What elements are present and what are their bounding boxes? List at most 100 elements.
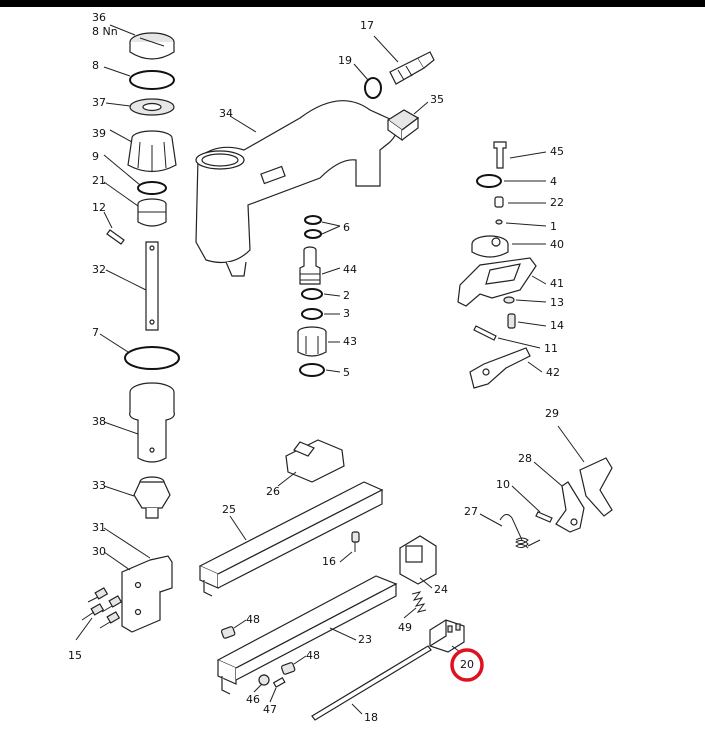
label-30: 30 xyxy=(92,545,106,558)
label-43: 43 xyxy=(343,335,357,348)
label-33: 33 xyxy=(92,479,106,492)
part-39-housing xyxy=(127,130,177,173)
label-11: 11 xyxy=(544,342,558,355)
label-48-b: 48 xyxy=(306,649,320,662)
label-6: 6 xyxy=(343,221,350,234)
label-14: 14 xyxy=(550,319,564,332)
label-16: 16 xyxy=(322,555,336,568)
label-29: 29 xyxy=(545,407,559,420)
label-37: 37 xyxy=(92,96,106,109)
label-25: 25 xyxy=(222,503,236,516)
label-22: 22 xyxy=(550,196,564,209)
part-22-valve xyxy=(494,196,504,208)
label-36: 36 xyxy=(92,11,106,24)
part-38-cylinder xyxy=(129,382,175,463)
label-17: 17 xyxy=(360,19,374,32)
part-1-ball xyxy=(495,219,503,225)
part-4-oring xyxy=(476,174,502,188)
part-48-bushing-a xyxy=(220,626,236,639)
part-48-bushing-b xyxy=(280,662,296,675)
label-41: 41 xyxy=(550,277,564,290)
part-35-filter xyxy=(386,109,420,142)
label-13: 13 xyxy=(550,296,564,309)
part-23-magazine xyxy=(216,575,398,695)
part-32-blade xyxy=(145,241,159,331)
label-20: 20 xyxy=(460,658,474,671)
part-17-fitting xyxy=(389,51,435,85)
label-10: 10 xyxy=(496,478,510,491)
label-27: 27 xyxy=(464,505,478,518)
part-15-screws xyxy=(81,587,123,629)
label-40: 40 xyxy=(550,238,564,251)
highlight-circle xyxy=(450,648,484,682)
label-47: 47 xyxy=(263,703,277,716)
part-24-bracket xyxy=(399,535,437,585)
part-5-oring xyxy=(299,363,325,377)
label-39: 39 xyxy=(92,127,106,140)
part-2-oring xyxy=(301,288,323,300)
part-21-piston xyxy=(137,198,167,227)
label-44: 44 xyxy=(343,263,357,276)
part-49-spring xyxy=(411,591,427,613)
label-49: 49 xyxy=(398,621,412,634)
label-8: 8 xyxy=(92,59,99,72)
part-7-oring xyxy=(124,346,180,370)
label-38: 38 xyxy=(92,415,106,428)
label-4: 4 xyxy=(550,175,557,188)
label-21: 21 xyxy=(92,174,106,187)
label-1: 1 xyxy=(550,220,557,233)
part-12-pin xyxy=(106,229,125,245)
part-19-ring xyxy=(364,77,382,99)
part-40-valve-cap xyxy=(471,235,509,258)
label-19: 19 xyxy=(338,54,352,67)
label-46: 46 xyxy=(246,693,260,706)
part-20-follower xyxy=(429,619,465,653)
part-43-valve-body xyxy=(297,326,327,357)
label-35: 35 xyxy=(430,93,444,106)
part-42-trigger xyxy=(469,347,531,389)
label-28: 28 xyxy=(518,452,532,465)
part-28-arm xyxy=(555,481,585,533)
label-2: 2 xyxy=(343,289,350,302)
label-12: 12 xyxy=(92,201,106,214)
part-33-base xyxy=(133,476,171,519)
part-3-oring xyxy=(301,308,323,320)
part-6-oring-a xyxy=(304,215,322,225)
label-15: 15 xyxy=(68,649,82,662)
label-8-nm: 8 Nn xyxy=(92,25,118,38)
part-16-screw xyxy=(351,531,360,552)
part-46-nut xyxy=(258,674,270,686)
label-9: 9 xyxy=(92,150,99,163)
part-34-body xyxy=(195,100,398,277)
label-5: 5 xyxy=(343,366,350,379)
label-26: 26 xyxy=(266,485,280,498)
label-45: 45 xyxy=(550,145,564,158)
label-32: 32 xyxy=(92,263,106,276)
label-31: 31 xyxy=(92,521,106,534)
part-13-washer xyxy=(503,296,515,304)
part-37-washer xyxy=(129,98,175,116)
top-bar xyxy=(0,0,705,7)
part-45-pin xyxy=(493,141,507,169)
part-8-oring xyxy=(129,70,175,90)
part-27-spring xyxy=(499,514,541,549)
part-26-block xyxy=(285,439,345,483)
part-44-valve-stem xyxy=(299,246,321,285)
part-10-pin xyxy=(535,511,553,523)
label-7: 7 xyxy=(92,326,99,339)
part-14-screw xyxy=(507,313,516,329)
part-11-pin xyxy=(473,325,497,341)
part-6-oring-b xyxy=(304,229,322,239)
part-41-trigger-housing xyxy=(457,257,537,307)
label-18: 18 xyxy=(364,711,378,724)
part-29-lever xyxy=(579,457,613,517)
part-36-cap xyxy=(129,32,175,60)
part-30-31-bracket xyxy=(121,555,173,633)
part-18-rod xyxy=(311,645,432,721)
label-23: 23 xyxy=(358,633,372,646)
part-47-pin xyxy=(272,676,286,688)
part-9-ring xyxy=(137,181,167,195)
part-25-rail xyxy=(198,481,384,597)
